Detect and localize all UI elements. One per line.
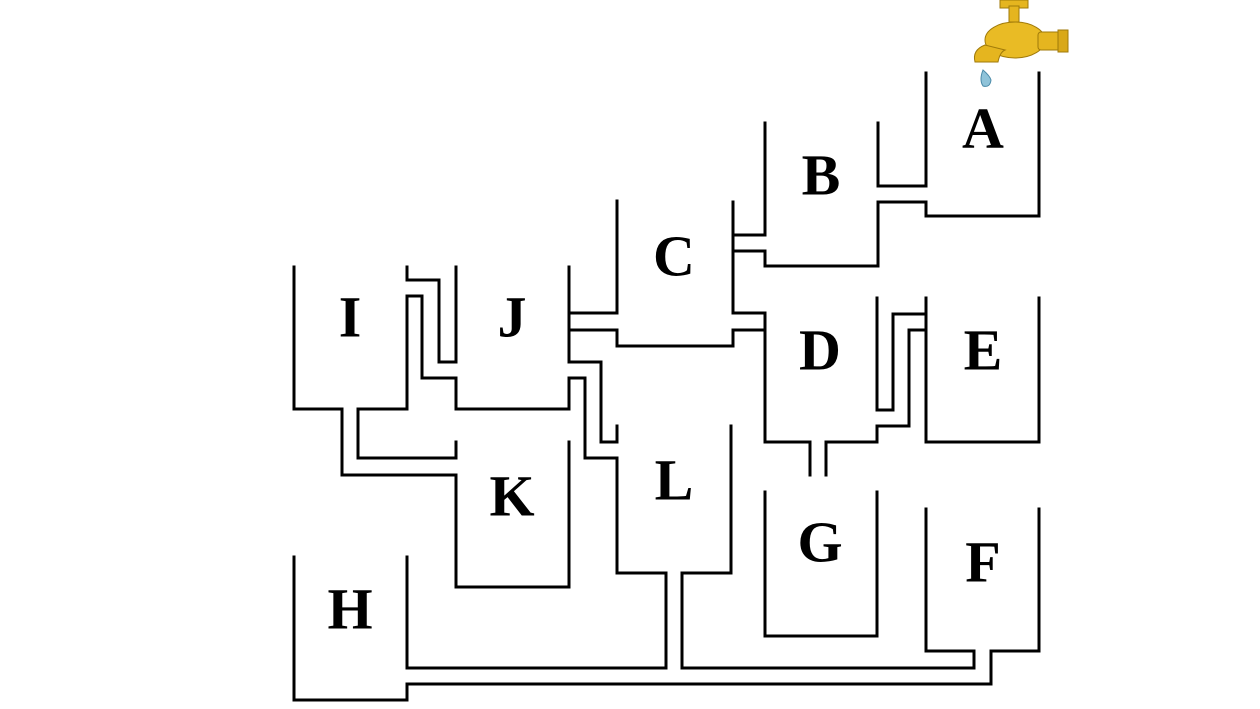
- container-label-e: E: [964, 317, 1003, 382]
- container-label-j: J: [498, 284, 527, 349]
- container-label-h: H: [327, 576, 372, 641]
- container-label-c: C: [653, 223, 695, 288]
- container-b: [731, 121, 767, 237]
- container-label-f: F: [965, 529, 1000, 594]
- water-drop-icon: [980, 69, 992, 87]
- container-j: [405, 265, 619, 444]
- container-i: [292, 265, 571, 589]
- container-a: [731, 71, 1041, 268]
- container-d: [763, 296, 928, 477]
- container-label-i: I: [339, 284, 362, 349]
- container-g: [763, 490, 879, 638]
- container-label-b: B: [802, 142, 841, 207]
- container-label-d: D: [799, 317, 841, 382]
- faucet-icon: [974, 0, 1069, 87]
- container-f: [405, 424, 1041, 686]
- container-label-k: K: [489, 463, 534, 528]
- container-label-g: G: [797, 509, 842, 574]
- container-h: [292, 294, 668, 702]
- container-label-a: A: [962, 95, 1004, 160]
- container-e: [924, 296, 1041, 444]
- container-label-l: L: [655, 447, 694, 512]
